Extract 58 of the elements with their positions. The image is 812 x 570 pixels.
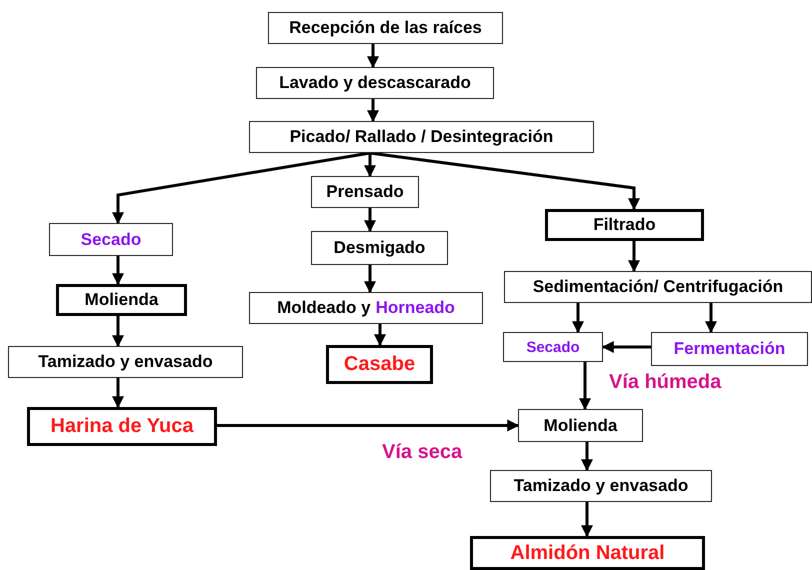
product-label: Almidón Natural — [510, 542, 665, 564]
process-box — [651, 332, 808, 366]
process-box — [56, 284, 187, 316]
process-box — [249, 121, 594, 153]
arrow — [364, 265, 376, 294]
process-box — [8, 346, 243, 378]
product-label: Harina de Yuca — [50, 415, 194, 438]
arrow — [581, 502, 593, 538]
arrow — [364, 153, 376, 178]
arrow — [581, 442, 593, 472]
product-box — [470, 536, 705, 570]
arrow — [572, 303, 584, 334]
arrow — [112, 152, 370, 224]
step-label: Molienda — [544, 416, 618, 436]
product-box — [326, 345, 433, 384]
arrow — [602, 341, 651, 353]
arrow — [367, 44, 379, 68]
arrow — [374, 324, 386, 346]
step-label: Lavado y descascarado — [279, 73, 471, 93]
process-box — [249, 292, 483, 324]
arrow — [705, 303, 717, 334]
step-label: Secado — [80, 230, 142, 250]
step-label: Recepción de las raíces — [289, 18, 482, 38]
step-label: Molienda — [84, 290, 158, 310]
process-box — [268, 12, 503, 44]
step-label: Fermentación — [674, 339, 786, 359]
step-label: Sedimentación/ Centrifugación — [532, 277, 784, 297]
arrow — [217, 420, 520, 432]
arrow — [112, 378, 124, 408]
process-box — [311, 231, 448, 265]
process-box — [545, 209, 704, 241]
arrow — [112, 256, 124, 286]
step-label: Moldeado y — [277, 298, 371, 318]
arrow — [112, 316, 124, 348]
process-box — [504, 271, 812, 303]
arrow — [579, 362, 591, 410]
step-label: Horneado — [376, 298, 455, 318]
process-box — [518, 409, 643, 442]
route-label: Vía seca — [382, 441, 462, 464]
step-label: Picado/ Rallado / Desintegración — [290, 127, 554, 147]
process-box — [503, 332, 603, 362]
step-label: Desmigado — [334, 238, 426, 258]
process-box — [311, 176, 419, 208]
arrow — [628, 241, 640, 272]
product-label: Casabe — [344, 353, 416, 376]
process-box — [256, 67, 494, 99]
step-label: Tamizado y envasado — [38, 352, 213, 372]
arrow — [364, 208, 376, 232]
step-label: Secado — [526, 338, 580, 356]
process-box — [49, 223, 173, 256]
arrow — [370, 152, 640, 210]
product-box — [27, 407, 217, 446]
route-label: Vía húmeda — [609, 371, 722, 394]
arrow — [367, 99, 379, 122]
step-label: Prensado — [326, 182, 404, 202]
process-box — [490, 470, 712, 502]
step-label: Filtrado — [593, 215, 656, 235]
step-label: Tamizado y envasado — [514, 476, 688, 496]
